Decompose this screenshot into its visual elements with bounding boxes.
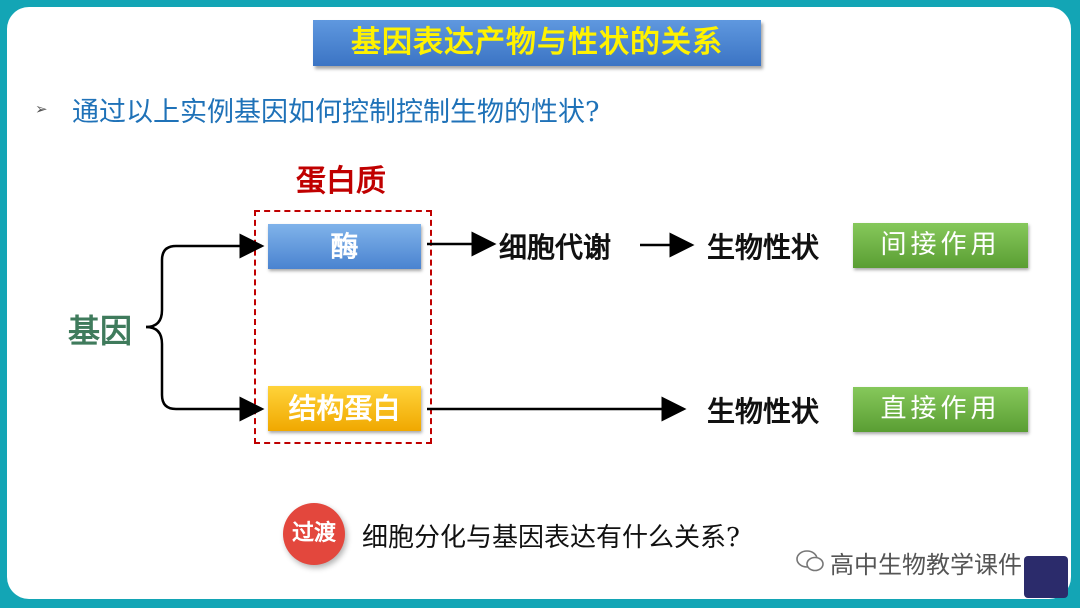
wechat-icon: [796, 550, 824, 572]
trait-top-label: 生物性状: [707, 231, 820, 264]
slide-canvas: [7, 7, 1071, 599]
bullet-arrow-icon: ➢: [35, 100, 48, 118]
gene-brace: [145, 233, 265, 329]
metabolism-label: 细胞代谢: [499, 231, 612, 264]
enzyme-box: 酶: [268, 224, 421, 269]
transition-question: 细胞分化与基因表达有什么关系?: [362, 523, 740, 553]
watermark-text: 高中生物教学课件: [830, 551, 1022, 579]
transition-badge: 过渡: [283, 503, 345, 565]
question-text: 通过以上实例基因如何控制控制生物的性状?: [72, 97, 600, 128]
indirect-effect-box: 间接作用: [853, 223, 1028, 268]
structural-protein-box: 结构蛋白: [268, 386, 421, 431]
trait-bottom-label: 生物性状: [707, 395, 820, 428]
slide-title: 基因表达产物与性状的关系: [313, 20, 761, 66]
gene-label: 基因: [68, 312, 133, 350]
logo-badge: [1024, 556, 1068, 598]
direct-effect-box: 直接作用: [853, 387, 1028, 432]
protein-label: 蛋白质: [296, 164, 386, 199]
protein-dashed-box: [254, 210, 432, 444]
